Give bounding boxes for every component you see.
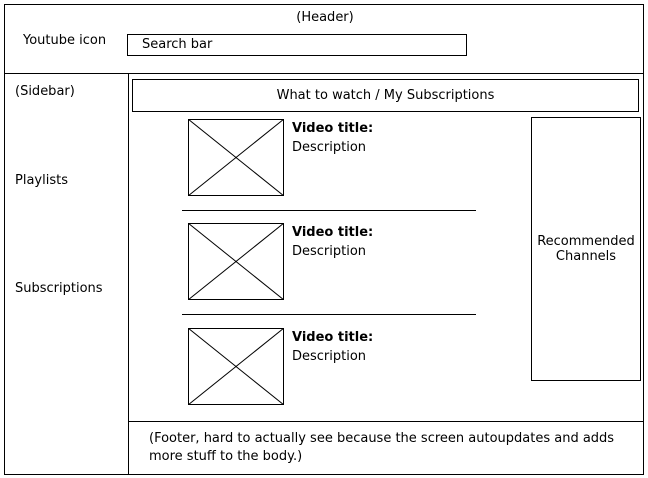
- video-thumbnail[interactable]: [188, 223, 284, 300]
- youtube-icon[interactable]: Youtube icon: [23, 33, 107, 48]
- video-thumbnail[interactable]: [188, 328, 284, 405]
- video-title[interactable]: Video title:: [292, 330, 374, 345]
- search-bar-label: Search bar: [142, 37, 213, 52]
- video-divider: [182, 314, 476, 315]
- thumbnail-placeholder-icon: [188, 119, 284, 196]
- tabs-label: What to watch / My Subscriptions: [276, 88, 495, 103]
- search-bar[interactable]: Search bar: [127, 34, 467, 56]
- video-title[interactable]: Video title:: [292, 121, 374, 136]
- video-thumbnail[interactable]: [188, 119, 284, 196]
- video-divider: [182, 210, 476, 211]
- video-description: Description: [292, 244, 367, 259]
- video-description: Description: [292, 349, 367, 364]
- video-title[interactable]: Video title:: [292, 225, 374, 240]
- footer-text: (Footer, hard to actually see because th…: [149, 431, 615, 464]
- header-label: (Header): [296, 10, 354, 25]
- video-description: Description: [292, 140, 367, 155]
- thumbnail-placeholder-icon: [188, 223, 284, 300]
- sidebar-item-subscriptions[interactable]: Subscriptions: [15, 281, 103, 296]
- recommended-channels-panel[interactable]: Recommended Channels: [531, 117, 641, 381]
- sidebar-item-playlists[interactable]: Playlists: [15, 173, 68, 188]
- tab-what-to-watch-my-subscriptions[interactable]: What to watch / My Subscriptions: [132, 79, 639, 112]
- footer: (Footer, hard to actually see because th…: [128, 421, 644, 475]
- thumbnail-placeholder-icon: [188, 328, 284, 405]
- recommended-channels-label: Recommended Channels: [537, 234, 635, 264]
- sidebar: (Sidebar) Playlists Subscriptions: [4, 73, 130, 475]
- sidebar-title: (Sidebar): [15, 84, 75, 99]
